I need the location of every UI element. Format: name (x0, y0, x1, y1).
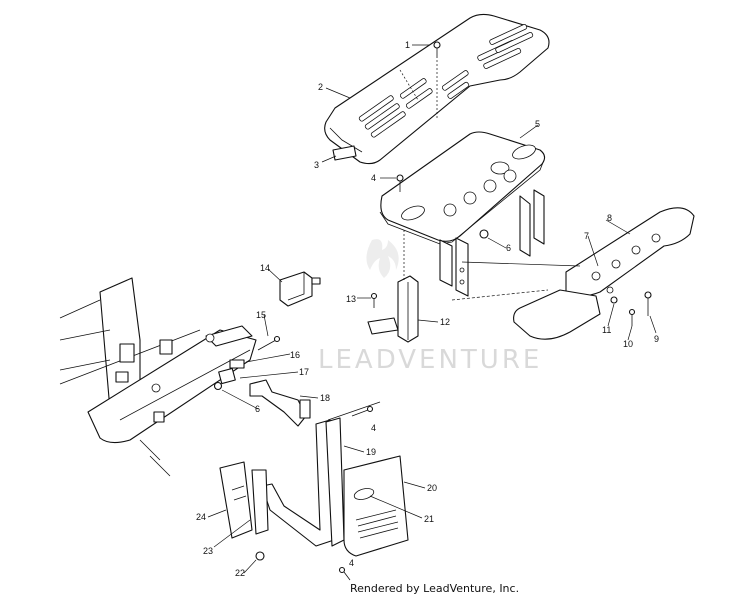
callout-6-lower: 6 (255, 404, 260, 414)
callout-13: 13 (346, 294, 356, 304)
part-4-screw-upper (396, 174, 404, 192)
part-16-nut (229, 359, 245, 369)
callout-10: 10 (623, 339, 633, 349)
part-5-mount-plate (379, 131, 546, 297)
callout-4-upper: 4 (371, 173, 376, 183)
part-4-screw-middle (351, 405, 374, 417)
part-13-screw (370, 292, 378, 308)
watermark-logo-icon (366, 239, 399, 278)
part-10-bolt (628, 308, 636, 326)
part-22-nut (255, 551, 265, 561)
part-4-screw-lower (338, 566, 351, 581)
callout-23: 23 (203, 546, 213, 556)
callout-17: 17 (299, 367, 309, 377)
callout-20: 20 (427, 483, 437, 493)
part-17-clip (218, 367, 236, 385)
render-credit: Rendered by LeadVenture, Inc. (350, 582, 520, 595)
callout-3: 3 (314, 160, 319, 170)
part-23-plate (251, 469, 269, 535)
callout-8: 8 (607, 213, 612, 223)
callout-18: 18 (320, 393, 330, 403)
part-6-nut-lower (213, 381, 223, 391)
callout-12: 12 (440, 317, 450, 327)
callout-15: 15 (256, 310, 266, 320)
callout-9: 9 (654, 334, 659, 344)
callout-11: 11 (602, 325, 611, 335)
part-18-brace (249, 379, 311, 427)
part-1-bolt (399, 41, 441, 120)
watermark-text: LEADVENTURE (318, 345, 542, 375)
part-11-washer (610, 296, 618, 304)
part-24-bracket (219, 461, 253, 539)
callout-6-upper: 6 (506, 243, 511, 253)
part-20-mud-flap (343, 455, 409, 557)
callout-16: 16 (290, 350, 300, 360)
callout-14: 14 (260, 263, 270, 273)
part-6-nut-upper (479, 229, 489, 239)
vehicle-frame (59, 277, 257, 477)
part-3-reflector (332, 145, 357, 161)
callout-5: 5 (535, 119, 540, 129)
callout-leaders (207, 44, 657, 574)
callout-labels: 1 2 3 4 5 6 7 8 9 10 11 12 13 14 15 16 1… (196, 40, 659, 578)
callout-4-lower: 4 (349, 558, 354, 568)
callout-19: 19 (366, 447, 376, 457)
callout-24: 24 (196, 512, 206, 522)
callout-21: 21 (424, 514, 434, 524)
callout-7: 7 (584, 231, 589, 241)
callout-1: 1 (405, 40, 410, 50)
part-12-bracket (367, 230, 419, 343)
callout-4-middle: 4 (371, 423, 376, 433)
callout-22: 22 (235, 568, 245, 578)
part-8-bumper (451, 207, 695, 340)
part-9-bolt (644, 291, 652, 316)
part-15-bolt (257, 335, 281, 351)
part-14-tail-light (279, 271, 321, 307)
callout-2: 2 (318, 82, 323, 92)
